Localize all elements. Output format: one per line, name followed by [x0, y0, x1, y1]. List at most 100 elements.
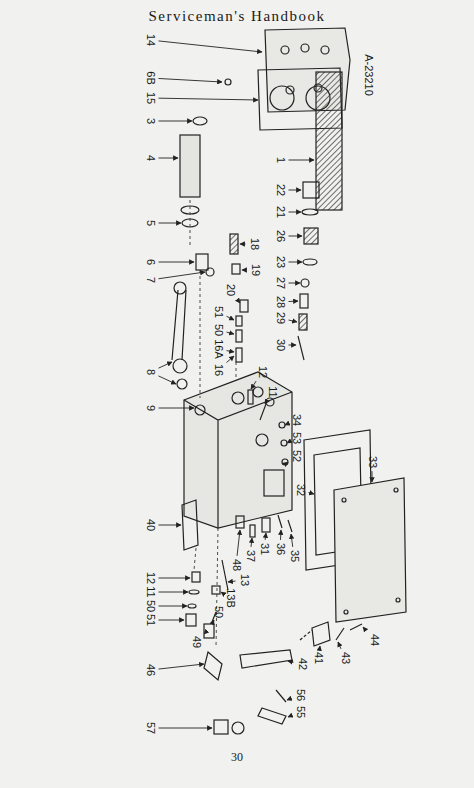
- leader-line: [289, 190, 302, 191]
- leader-line: [159, 98, 259, 100]
- leader-line: [265, 401, 267, 404]
- callout-number: 50: [213, 324, 224, 336]
- leader-line: [159, 606, 188, 607]
- leader-line: [159, 262, 195, 263]
- leader-line: [159, 620, 185, 621]
- leader-line: [159, 578, 191, 579]
- leader-line: [159, 223, 182, 224]
- leader-line: [287, 698, 292, 700]
- callout-number: 36: [275, 543, 286, 555]
- leader-line: [159, 408, 195, 409]
- leader-line: [237, 299, 240, 303]
- leader-line: [319, 646, 320, 649]
- leader-line: [289, 345, 297, 346]
- page-number: 30: [231, 752, 243, 763]
- callout-number: 40: [145, 519, 156, 531]
- callout-number: 27: [275, 277, 286, 289]
- callout-number: 31: [259, 543, 270, 555]
- leader-line: [240, 244, 246, 245]
- callout-number: 16: [213, 364, 224, 376]
- leader-line: [289, 283, 301, 284]
- callout-number: 11: [267, 386, 278, 397]
- leader-line: [227, 316, 235, 320]
- callout-number: 22: [275, 184, 286, 196]
- callout-number: 19: [250, 264, 261, 276]
- leader-line: [159, 78, 223, 82]
- leader-line: [159, 121, 193, 122]
- callout-number: 18: [249, 238, 260, 250]
- leader-line: [159, 376, 177, 384]
- callout-number: 48: [231, 559, 242, 571]
- leader-line: [288, 716, 292, 717]
- callout-number: 44: [369, 634, 380, 646]
- callout-number: 6B: [145, 71, 156, 84]
- callout-number: 5: [145, 220, 156, 226]
- callout-number: 21: [275, 206, 286, 218]
- leader-line: [280, 530, 282, 540]
- callout-number: 9: [145, 405, 156, 411]
- leader-line: [287, 462, 289, 463]
- leader-line: [309, 492, 315, 494]
- leader-line: [159, 728, 213, 729]
- leader-line: [251, 381, 256, 389]
- leader-line: [288, 661, 294, 662]
- callout-number: 51: [213, 306, 224, 318]
- leader-line: [289, 320, 298, 322]
- callout-number: 51: [145, 614, 156, 626]
- callout-number: 13: [239, 574, 250, 586]
- callout-number: 12: [257, 366, 268, 378]
- leader-line: [338, 642, 341, 649]
- leader-line: [213, 620, 215, 621]
- leader-line: [159, 362, 173, 368]
- leader-line: [221, 592, 223, 593]
- callout-number: 37: [245, 550, 256, 562]
- callout-number: 55: [295, 706, 306, 718]
- leader-line: [251, 538, 253, 547]
- leader-line: [228, 581, 236, 583]
- leader-line: [227, 332, 235, 334]
- leader-line: [289, 160, 315, 161]
- leader-line: [363, 627, 366, 631]
- callout-number: 33: [367, 456, 378, 468]
- leader-line: [242, 270, 247, 271]
- callout-number: 56: [295, 689, 306, 701]
- callout-number: 4: [145, 155, 156, 161]
- leader-line: [237, 530, 240, 556]
- callout-number: 14: [145, 34, 156, 46]
- callout-number: 13B: [225, 588, 236, 608]
- figure-number: A-23210: [363, 54, 374, 96]
- callout-number: 12: [145, 572, 156, 584]
- leader-line: [285, 424, 288, 425]
- callout-number: 8: [145, 369, 156, 375]
- leader-line: [159, 272, 206, 279]
- leader-line: [159, 158, 179, 159]
- callout-number: 11: [145, 586, 156, 597]
- leader-line: [289, 301, 299, 303]
- callout-number: 32: [295, 484, 306, 496]
- callout-number: 52: [291, 450, 302, 462]
- callout-number: 28: [275, 296, 286, 308]
- leader-line: [159, 525, 182, 526]
- leader-line: [265, 533, 267, 540]
- leader-line: [227, 351, 235, 352]
- callout-number: 26: [275, 230, 286, 242]
- leader-line: [287, 442, 289, 443]
- callout-number: 35: [289, 550, 300, 562]
- leader-line: [289, 262, 303, 263]
- callout-number: 57: [145, 722, 156, 734]
- callout-number: 46: [145, 664, 156, 676]
- callout-number: 30: [275, 339, 286, 351]
- callout-number: 50: [213, 606, 224, 618]
- callout-number: 16A: [213, 339, 224, 359]
- callout-number: 3: [145, 118, 156, 124]
- callout-number: 15: [145, 92, 156, 104]
- callout-number: 41: [313, 652, 324, 664]
- callout-number: 23: [275, 256, 286, 268]
- leader-line: [227, 356, 235, 363]
- callout-number: 49: [191, 636, 202, 648]
- callout-number: 29: [275, 312, 286, 324]
- leader-line: [289, 236, 303, 237]
- callout-number: 1: [275, 157, 286, 163]
